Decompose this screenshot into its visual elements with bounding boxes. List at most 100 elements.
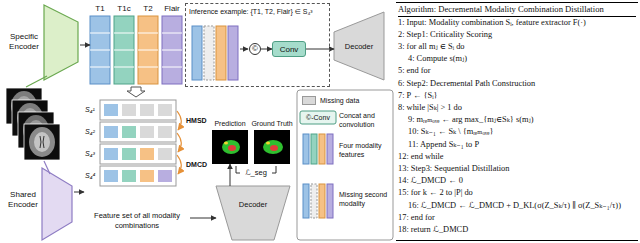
algorithm-box: Algorithm: Decremental Modality Combinat… — [396, 2, 638, 241]
algorithm-line: 13: Step3: Sequential Distillation — [398, 163, 636, 175]
legend-panel — [297, 90, 393, 240]
inference-bar — [192, 26, 202, 80]
legend-sample — [311, 134, 317, 164]
mini-feature — [158, 170, 172, 182]
set-label: S₄⁴ — [85, 171, 100, 180]
feature-bar: T1 — [90, 3, 110, 85]
legend-text: Four modality features — [339, 141, 391, 159]
decoder-box: Decoder — [334, 12, 384, 80]
decoder-shape — [334, 12, 384, 80]
mini-feature — [140, 126, 154, 138]
algorithm-line: 16: ℒ_DMCD ← ℒ_DMCD + D_KL(σ(Z_Sₖ/τ) ∥ σ… — [398, 200, 636, 212]
mini-feature — [122, 148, 136, 160]
encoder-shape — [42, 168, 72, 240]
stack-card — [100, 166, 176, 186]
tumor-edge — [224, 142, 228, 145]
algorithm-line: 7: P ← {Sᵢ} — [398, 90, 636, 102]
algorithm-line: 10: Sₖ₋₁ ← Sₖ \ {mᵣₑₘₒᵥₑ} — [398, 126, 636, 138]
method-label: DMCD — [186, 160, 212, 169]
mini-feature — [122, 170, 136, 182]
conv-box: Conv — [272, 41, 306, 57]
node-text: Ground Truth — [240, 119, 304, 128]
legend-sample — [303, 134, 309, 164]
mini-feature — [122, 104, 136, 116]
node-text: T1c — [108, 3, 140, 14]
mini-feature — [140, 148, 154, 160]
algorithm-line: 3: for all mⱼ ∈ Sᵢ do — [398, 41, 636, 53]
decoder-shape — [216, 186, 290, 240]
feature-bar: T1c — [114, 3, 134, 85]
brain — [29, 127, 55, 157]
distill-arrow — [177, 155, 181, 174]
mri-slice — [24, 124, 60, 160]
algorithm-line: 1: Input: Modality combination Sᵢ, featu… — [398, 17, 636, 29]
concat-symbol: © — [249, 43, 261, 55]
connector — [190, 218, 216, 219]
node-text: Decoder — [345, 42, 373, 51]
bar-divider — [114, 33, 134, 67]
legend-sample — [319, 184, 325, 218]
feature-stack: Feature set of all modality combinations — [84, 96, 190, 232]
algorithm-line: 11: Append Sₖ₋₁ to P — [398, 139, 636, 151]
segmentation-image — [254, 130, 290, 164]
node-text: Conv — [280, 45, 299, 54]
mini-feature — [158, 148, 172, 160]
mini-feature — [104, 104, 118, 116]
brain — [34, 132, 50, 152]
prediction-image: Prediction — [212, 130, 248, 164]
hollow-arrow — [127, 87, 145, 97]
algorithm-title: Algorithm: Decremental Modality Combinat… — [398, 3, 636, 17]
legend-swatch — [302, 96, 316, 105]
bar-divider — [90, 33, 110, 67]
node-text: T1 — [84, 3, 116, 14]
algorithm-line: 6: Step2: Decremental Path Construction — [398, 78, 636, 90]
legend-text: Missing second modality — [339, 190, 391, 208]
stack-card — [100, 100, 176, 120]
set-label: S₄¹ — [85, 105, 100, 114]
legend-text: Concat and convolution — [339, 111, 391, 129]
algorithm-line: 2: Step1: Criticality Scoring — [398, 29, 636, 41]
connector — [74, 192, 84, 193]
algorithm-line: 12: end while — [398, 151, 636, 163]
input-line — [44, 161, 50, 174]
tumor-core — [270, 145, 278, 151]
algorithm-line: 4: Compute s(mⱼ) — [398, 53, 636, 65]
algorithm-line: 5: end for — [398, 65, 636, 77]
node-text: T2 — [132, 3, 164, 14]
loss-label: ℒ_seg — [244, 168, 268, 177]
node-text: Specific Encoder — [3, 32, 45, 52]
mini-feature — [140, 104, 154, 116]
stack-card — [100, 144, 176, 164]
feature-bar: Flair — [162, 3, 182, 85]
mini-feature — [104, 126, 118, 138]
stack-card — [100, 122, 176, 142]
mini-feature — [104, 170, 118, 182]
connector — [80, 45, 90, 46]
connector — [230, 164, 231, 186]
legend-sample-text: ©-Conv — [300, 113, 336, 122]
inference-bar — [216, 26, 226, 80]
node-text: Inference example: {T1, T2, Flair} ∈ S₄³ — [189, 7, 327, 16]
bar-divider — [162, 33, 182, 67]
set-label: S₄² — [85, 127, 100, 136]
node-text: Decoder — [239, 200, 267, 209]
legend-sample — [300, 111, 336, 124]
feature-bar-shape — [114, 16, 134, 84]
distill-arrow — [177, 111, 181, 130]
feature-bar: T2 — [138, 3, 158, 85]
mini-feature — [140, 170, 154, 182]
legend-sample — [327, 134, 333, 164]
concat-arrow — [240, 49, 248, 50]
tumor-core — [228, 145, 236, 151]
mini-feature — [158, 104, 172, 116]
algorithm-line: 8: while |Sₖ| > 1 do — [398, 102, 636, 114]
bar-divider — [138, 33, 158, 67]
method-label: HMSD — [186, 116, 212, 125]
legend-sample — [311, 184, 317, 218]
legend-text: Missing data — [320, 96, 390, 105]
segmentation-image — [212, 130, 248, 164]
mini-feature — [158, 126, 172, 138]
node-text: © — [252, 45, 258, 53]
legend-sample — [319, 134, 325, 164]
